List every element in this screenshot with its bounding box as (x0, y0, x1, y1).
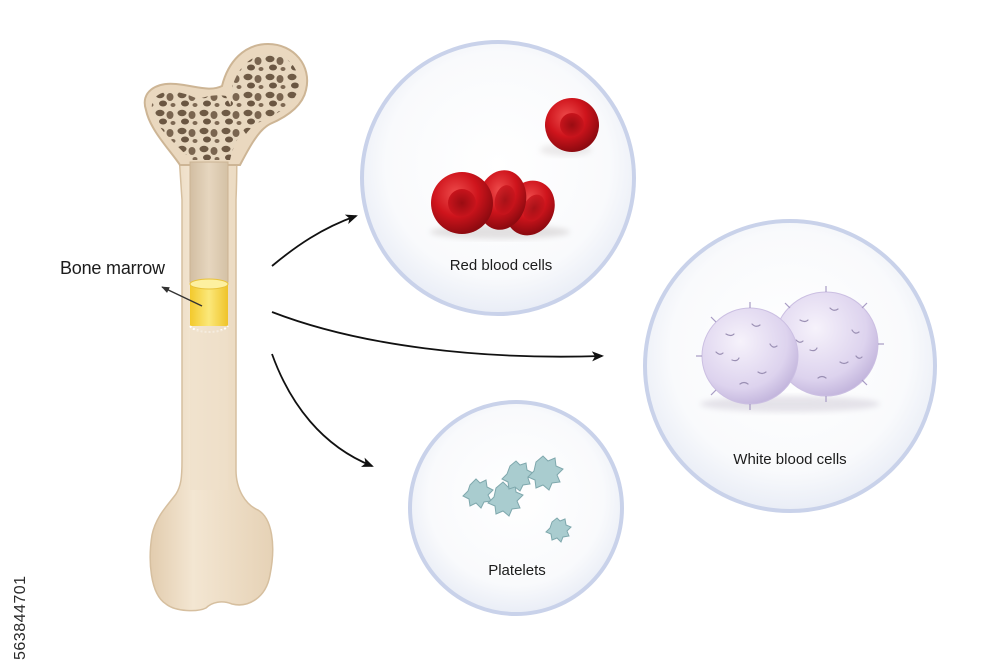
arrow-to-red-cells (271, 214, 358, 267)
platelets-panel (408, 400, 624, 616)
white-blood-cell (773, 286, 884, 402)
medullary-cavity (189, 161, 229, 283)
red-blood-cell (545, 98, 599, 152)
white-blood-cells-label: White blood cells (733, 451, 847, 468)
arrow-to-white-cells (271, 311, 604, 362)
stock-id-text: 563844701 (12, 575, 29, 660)
bone-marrow-label: Bone marrow (60, 258, 165, 278)
white-blood-cells-panel (643, 219, 937, 513)
red-blood-cells-panel (360, 40, 636, 316)
platelet (462, 478, 494, 509)
femur-bone (143, 42, 309, 612)
platelets-label: Platelets (488, 562, 546, 579)
white-blood-cell (696, 302, 799, 410)
platelet (545, 517, 572, 543)
bone-marrow-pointer (161, 286, 203, 307)
red-blood-cells-label: Red blood cells (449, 257, 553, 274)
red-blood-cell (431, 172, 493, 234)
spongy-bone-neck (188, 95, 242, 160)
spongy-bone-head (230, 54, 299, 134)
arrow-to-platelets (271, 353, 374, 467)
bone-marrow-cylinder (189, 278, 229, 333)
platelet (527, 455, 564, 491)
platelet (501, 460, 534, 492)
